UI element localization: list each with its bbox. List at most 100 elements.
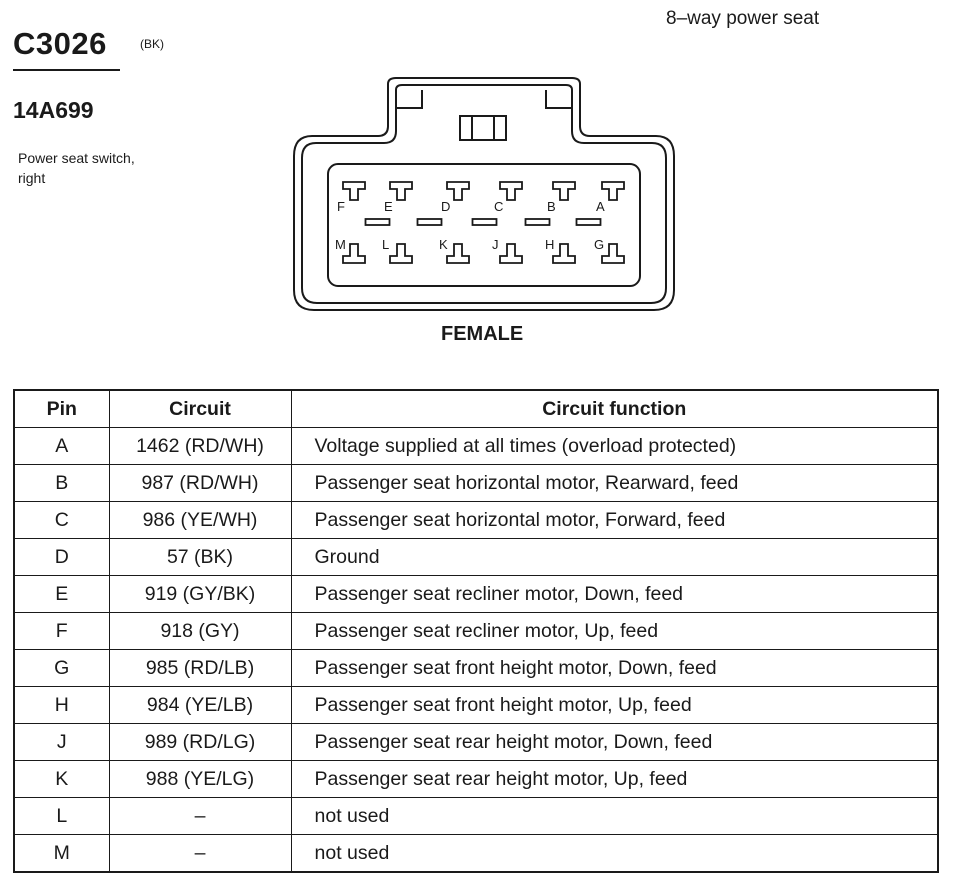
pin-row-bottom: [342, 243, 625, 264]
terminal-top-f: [342, 181, 366, 201]
pin-label: L: [382, 237, 389, 252]
cell-pin: J: [13, 723, 110, 761]
description-line-2: right: [18, 170, 46, 186]
cell-pin: A: [13, 427, 110, 465]
pin-cavity: [327, 163, 641, 287]
pin-label: J: [492, 237, 499, 252]
pin-label: C: [494, 199, 503, 214]
terminal-bottom-g: [601, 243, 625, 264]
cell-pin: E: [13, 575, 110, 613]
connector-face-diagram: F E D C B A M L K J H G: [293, 77, 675, 311]
cell-circuit: 984 (YE/LB): [108, 686, 292, 724]
pin-label: F: [337, 199, 345, 214]
terminal-bottom-k: [446, 243, 470, 264]
terminal-bottom-m: [342, 243, 366, 264]
pin-row-top: [342, 181, 625, 201]
part-number: 14A699: [13, 97, 94, 123]
center-key-icon: [459, 115, 507, 141]
connector-inner-shell: [301, 84, 667, 304]
cell-pin: M: [13, 834, 110, 873]
terminal-bottom-h: [552, 243, 576, 264]
cell-pin: K: [13, 760, 110, 798]
table-header-row: Pin Circuit Circuit function: [13, 389, 939, 428]
cell-pin: B: [13, 464, 110, 502]
connector-id-underline: [13, 69, 120, 71]
cell-circuit: 57 (BK): [108, 538, 292, 576]
connector-id: C3026: [13, 26, 107, 61]
pin-label: G: [594, 237, 604, 252]
connector-outer-shell: [293, 77, 675, 311]
latch-step-right: [545, 90, 572, 109]
terminal-top-c: [499, 181, 523, 201]
cell-circuit: 988 (YE/LG): [108, 760, 292, 798]
pin-label: K: [439, 237, 448, 252]
center-slot: [364, 218, 391, 226]
terminal-top-e: [389, 181, 413, 201]
component-description: Power seat switch, right: [18, 148, 218, 188]
cell-circuit-function: not used: [290, 834, 939, 873]
cell-circuit: –: [108, 797, 292, 835]
seat-type-label: 8–way power seat: [666, 8, 820, 29]
pin-label: M: [335, 237, 346, 252]
cell-pin: L: [13, 797, 110, 835]
cell-pin: H: [13, 686, 110, 724]
connector-color: (BK): [140, 37, 164, 51]
latch-step-left: [396, 90, 423, 109]
center-slot: [575, 218, 602, 226]
pin-label: H: [545, 237, 554, 252]
cell-pin: D: [13, 538, 110, 576]
cell-circuit: 989 (RD/LG): [108, 723, 292, 761]
header-circuit: Circuit: [108, 389, 292, 428]
cell-circuit-function: Passenger seat horizontal motor, Forward…: [290, 501, 939, 539]
cell-circuit: 918 (GY): [108, 612, 292, 650]
gender-label: FEMALE: [441, 323, 524, 345]
cell-pin: F: [13, 612, 110, 650]
cell-circuit: 919 (GY/BK): [108, 575, 292, 613]
center-slot: [416, 218, 443, 226]
cell-circuit-function: Passenger seat recliner motor, Up, feed: [290, 612, 939, 650]
cell-pin: C: [13, 501, 110, 539]
cell-circuit-function: Passenger seat rear height motor, Up, fe…: [290, 760, 939, 798]
terminal-bottom-j: [499, 243, 523, 264]
description-line-1: Power seat switch,: [18, 150, 135, 166]
pin-row-middle: [364, 218, 602, 226]
pin-label: D: [441, 199, 450, 214]
cell-circuit-function: Ground: [290, 538, 939, 576]
header-pin: Pin: [13, 389, 110, 428]
cell-circuit-function: Passenger seat horizontal motor, Rearwar…: [290, 464, 939, 502]
cell-pin: G: [13, 649, 110, 687]
cell-circuit: –: [108, 834, 292, 873]
pin-label: B: [547, 199, 556, 214]
table-row: M–not used: [13, 834, 939, 873]
table-row: L–not used: [13, 797, 939, 835]
terminal-top-d: [446, 181, 470, 201]
cell-circuit: 986 (YE/WH): [108, 501, 292, 539]
terminal-top-b: [552, 181, 576, 201]
center-slot: [524, 218, 551, 226]
pin-label: E: [384, 199, 393, 214]
cell-circuit-function: Passenger seat rear height motor, Down, …: [290, 723, 939, 761]
cell-circuit-function: Voltage supplied at all times (overload …: [290, 427, 939, 465]
cell-circuit-function: Passenger seat front height motor, Down,…: [290, 649, 939, 687]
cell-circuit: 985 (RD/LB): [108, 649, 292, 687]
cell-circuit: 1462 (RD/WH): [108, 427, 292, 465]
pin-label: A: [596, 199, 605, 214]
terminal-top-a: [601, 181, 625, 201]
terminal-bottom-l: [389, 243, 413, 264]
cell-circuit-function: not used: [290, 797, 939, 835]
cell-circuit-function: Passenger seat recliner motor, Down, fee…: [290, 575, 939, 613]
center-slot: [471, 218, 498, 226]
cell-circuit: 987 (RD/WH): [108, 464, 292, 502]
